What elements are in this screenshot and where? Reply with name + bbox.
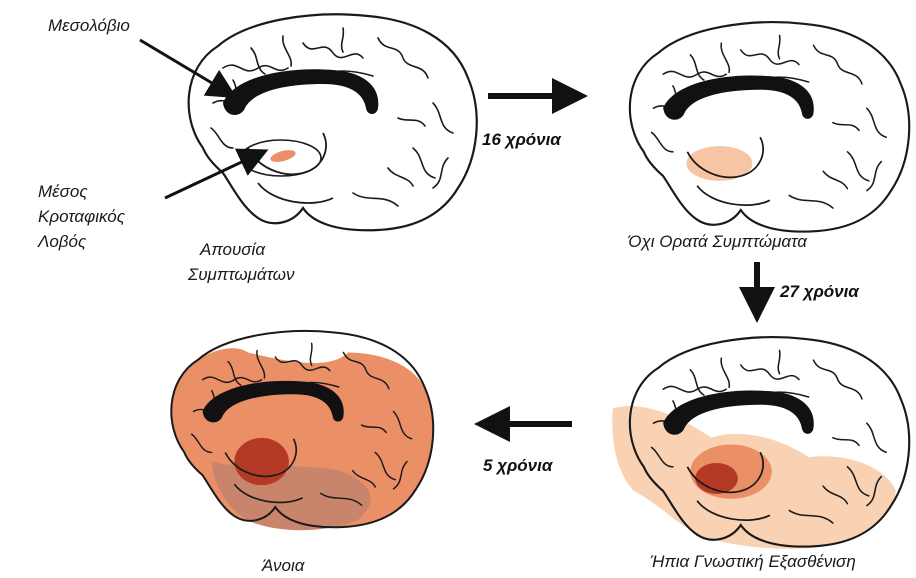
transition-label-3: 5 χρόνια (483, 456, 552, 476)
transition-label-2: 27 χρόνια (780, 282, 859, 302)
transition-label-1: 16 χρόνια (482, 130, 561, 150)
